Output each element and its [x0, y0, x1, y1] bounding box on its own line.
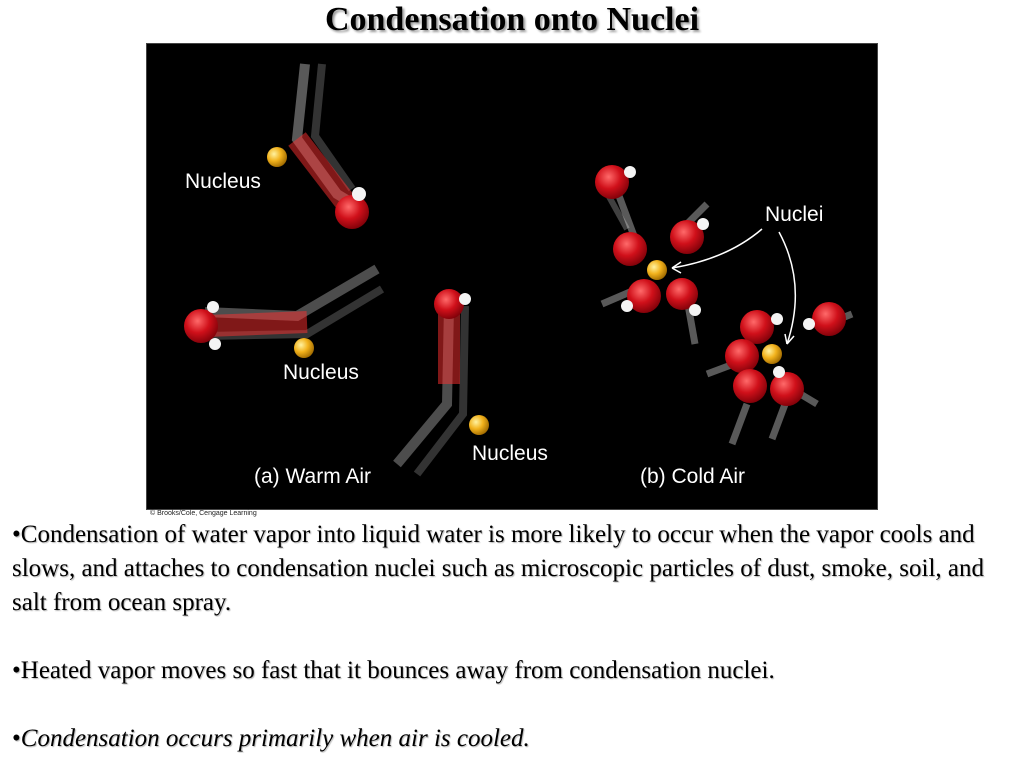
- bullet-marker: •: [12, 657, 21, 684]
- nucleus-particle-3: [469, 415, 489, 435]
- nucleus-label-1: Nucleus: [185, 170, 261, 193]
- warm-molecule-2: [184, 264, 385, 350]
- nucleus-particle-1: [267, 147, 287, 167]
- nuclei-particle-2: [762, 344, 782, 364]
- bullet-text: Condensation occurs primarily when air i…: [20, 725, 530, 752]
- nucleus-particle-2: [294, 338, 314, 358]
- nuclei-particle-1: [647, 260, 667, 280]
- warm-air-caption: (a) Warm Air: [254, 465, 372, 488]
- slide-title: Condensation onto Nuclei: [324, 1, 700, 38]
- bullet-list: •Condensation of water vapor into liquid…: [12, 518, 1007, 756]
- warm-molecule-1: [288, 63, 369, 229]
- bullet-item: •Heated vapor moves so fast that it boun…: [12, 654, 1007, 688]
- figure-drawing: [184, 63, 854, 477]
- nuclei-arrows: [671, 228, 797, 345]
- cold-cluster-2: [705, 302, 854, 446]
- bullet-item: •Condensation occurs primarily when air …: [12, 722, 1007, 756]
- bullet-text: Condensation of water vapor into liquid …: [12, 521, 984, 616]
- image-credit: © Brooks/Cole, Cengage Learning: [150, 510, 257, 517]
- nuclei-label: Nuclei: [765, 203, 824, 226]
- condensation-figure: Nucleus Nucleus Nucleus Nuclei (a) Warm …: [146, 43, 878, 510]
- bullet-marker: •: [12, 521, 21, 548]
- bullet-item: •Condensation of water vapor into liquid…: [12, 518, 1007, 620]
- bullet-text: Heated vapor moves so fast that it bounc…: [20, 657, 775, 684]
- cold-air-caption: (b) Cold Air: [640, 465, 746, 488]
- nucleus-label-2: Nucleus: [283, 361, 359, 384]
- nucleus-label-3: Nucleus: [472, 442, 548, 465]
- bullet-marker: •: [12, 725, 21, 752]
- cold-cluster-1: [595, 165, 710, 345]
- warm-molecule-3: [393, 289, 471, 477]
